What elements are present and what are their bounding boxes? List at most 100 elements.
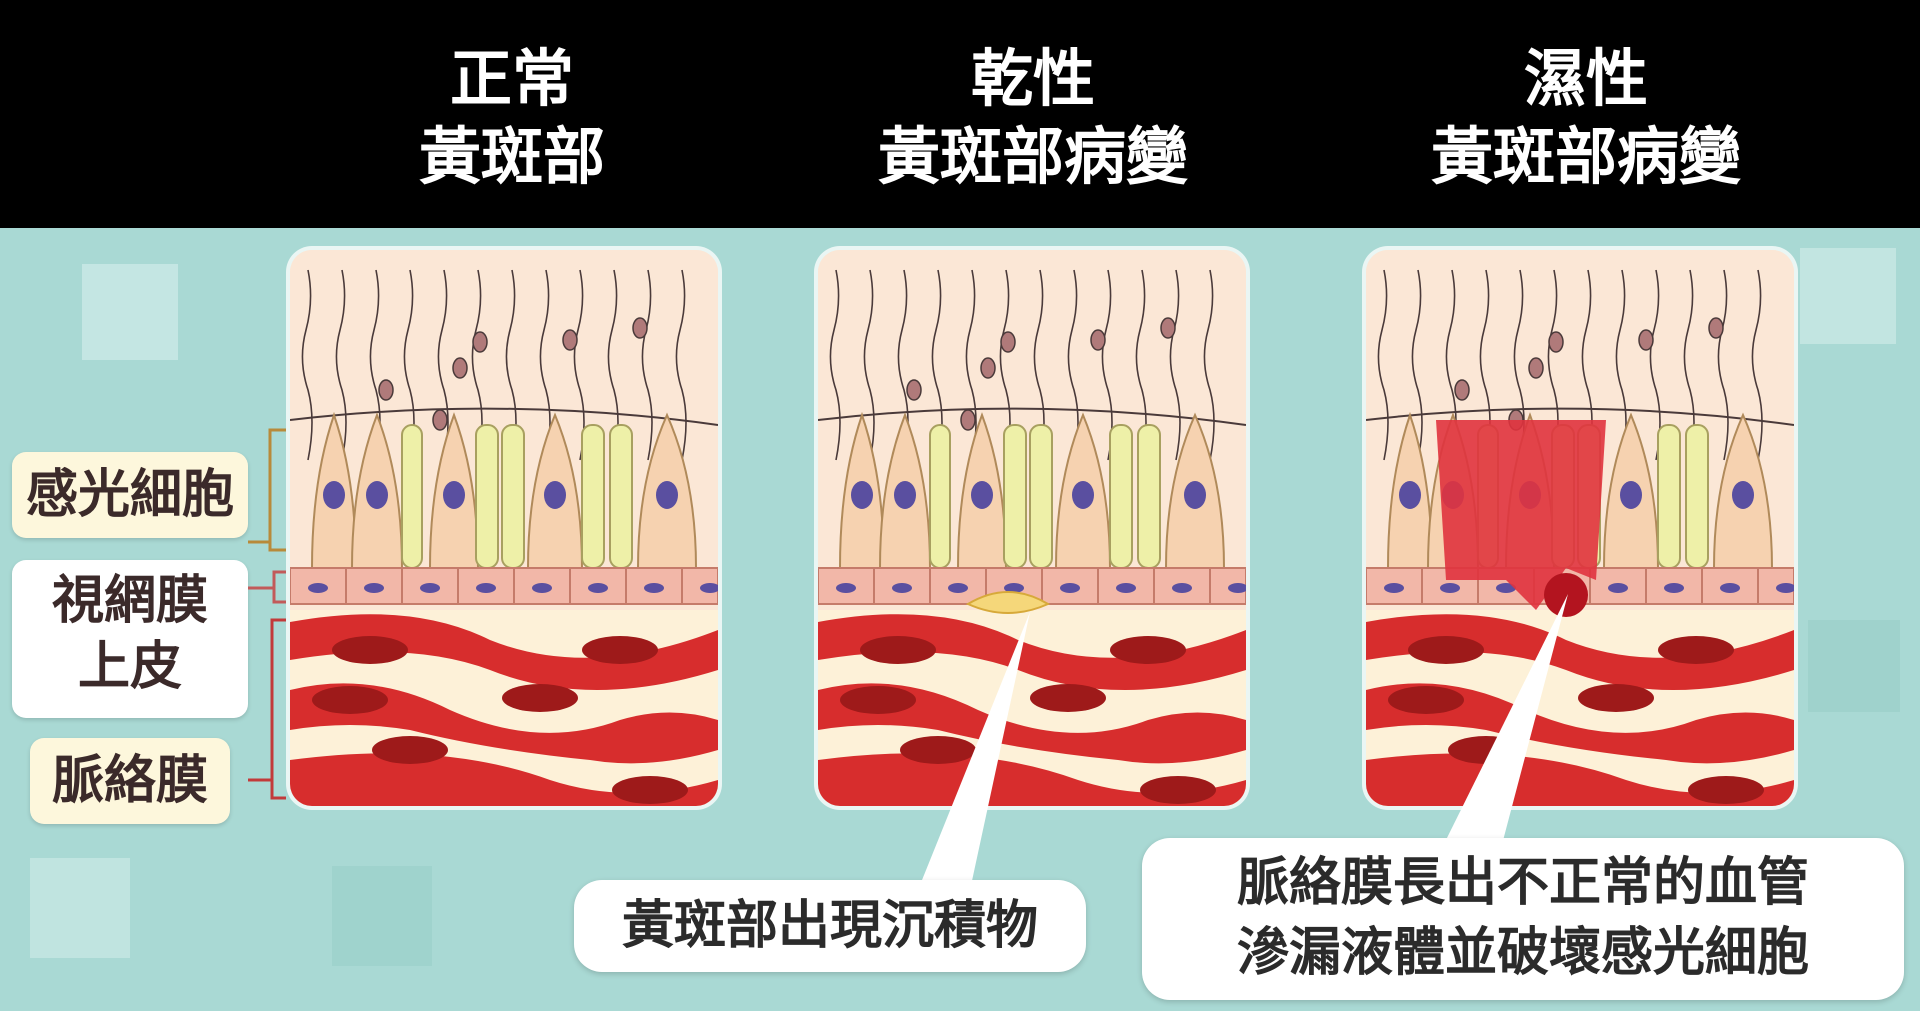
red-blood-cell <box>860 636 936 664</box>
rpe-nucleus <box>476 583 496 593</box>
decor-square <box>82 264 178 360</box>
blood-vessel <box>1366 683 1794 764</box>
rpe-nucleus <box>1720 583 1740 593</box>
nerve-fiber <box>1751 269 1763 461</box>
red-blood-cell <box>840 686 916 714</box>
nucleus <box>443 481 465 509</box>
rpe-nucleus <box>1440 583 1460 593</box>
ganglion-cell <box>632 317 648 339</box>
nucleus <box>1184 481 1206 509</box>
rpe-nucleus <box>644 583 664 593</box>
rpe-nucleus <box>948 583 968 593</box>
nucleus <box>1732 481 1754 509</box>
header-bar: 正常 黃斑部 乾性 黃斑部病變 濕性 黃斑部病變 <box>0 0 1920 228</box>
red-blood-cell <box>1140 776 1216 804</box>
nerve-fiber <box>1377 269 1389 461</box>
nerve-fiber <box>863 269 875 461</box>
nucleus <box>851 481 873 509</box>
rpe-nucleus <box>1608 583 1628 593</box>
layer-brackets <box>248 428 286 800</box>
red-blood-cell <box>372 736 448 764</box>
ganglion-cell <box>1160 317 1176 339</box>
nerve-fiber <box>573 269 585 461</box>
red-blood-cell <box>502 684 578 712</box>
decor-square <box>1800 248 1896 344</box>
nucleus <box>1072 481 1094 509</box>
ganglion-cell <box>1708 317 1724 339</box>
red-blood-cell <box>1388 686 1464 714</box>
red-blood-cell <box>1110 636 1186 664</box>
nucleus <box>544 481 566 509</box>
panel-dry <box>818 250 1246 806</box>
rpe-nucleus <box>1060 583 1080 593</box>
callout-dry-deposit: 黃斑部出現沉積物 <box>574 880 1086 972</box>
nerve-fiber <box>437 269 449 461</box>
nerve-fiber <box>641 269 653 461</box>
nerve-fiber <box>675 269 687 461</box>
nucleus <box>1620 481 1642 509</box>
blood-vessel <box>818 614 1246 690</box>
nucleus <box>971 481 993 509</box>
blood-vessel <box>290 683 718 764</box>
red-blood-cell <box>332 636 408 664</box>
rpe-nucleus <box>308 583 328 593</box>
nerve-fiber <box>301 269 313 461</box>
rpe-nucleus <box>892 583 912 593</box>
label-photoreceptor: 感光細胞 <box>12 452 248 538</box>
ganglion-cell <box>562 329 578 351</box>
blood-vessel <box>290 753 718 806</box>
decor-square <box>30 858 130 958</box>
ganglion-cell <box>472 331 488 353</box>
nerve-fiber <box>1169 269 1181 461</box>
rpe-nucleus <box>532 583 552 593</box>
nerve-fiber <box>829 269 841 461</box>
layer-boundary <box>290 407 718 426</box>
rpe-nucleus <box>1228 583 1246 593</box>
rpe-nucleus <box>1384 583 1404 593</box>
nerve-fiber <box>1203 269 1215 461</box>
ganglion-cell <box>1548 331 1564 353</box>
nucleus <box>656 481 678 509</box>
blood-vessel <box>1366 614 1794 690</box>
blood-vessel <box>818 753 1246 806</box>
red-blood-cell <box>612 776 688 804</box>
red-blood-cell <box>1408 636 1484 664</box>
ganglion-cell <box>1000 331 1016 353</box>
ganglion-cell <box>452 357 468 379</box>
red-blood-cell <box>1030 684 1106 712</box>
red-blood-cell <box>1658 636 1734 664</box>
label-rpe: 視網膜 上皮 <box>12 560 248 718</box>
column-title-normal: 正常 黃斑部 <box>418 42 605 193</box>
red-blood-cell <box>1578 684 1654 712</box>
layer-boundary <box>1366 407 1794 426</box>
nerve-fiber <box>965 269 977 461</box>
nucleus <box>1399 481 1421 509</box>
rpe-nucleus <box>1664 583 1684 593</box>
rpe-nucleus <box>420 583 440 593</box>
column-title-wet: 濕性 黃斑部病變 <box>1430 42 1741 193</box>
panel-wet <box>1366 250 1794 806</box>
rpe-nucleus <box>1496 583 1516 593</box>
rpe-nucleus <box>1004 583 1024 593</box>
rpe-nucleus <box>1116 583 1136 593</box>
nerve-fiber <box>335 269 347 461</box>
layer-boundary <box>818 407 1246 426</box>
ganglion-cell <box>1090 329 1106 351</box>
nucleus <box>894 481 916 509</box>
red-blood-cell <box>582 636 658 664</box>
nerve-fiber <box>1649 269 1661 461</box>
ganglion-cell <box>980 357 996 379</box>
column-title-dry: 乾性 黃斑部病變 <box>877 42 1188 193</box>
ganglion-cell <box>1638 329 1654 351</box>
nerve-fiber <box>1411 269 1423 461</box>
label-choroid: 脈絡膜 <box>30 738 230 824</box>
hemorrhage-region <box>1436 420 1606 610</box>
blood-vessel <box>818 683 1246 764</box>
red-blood-cell <box>312 686 388 714</box>
rpe-nucleus <box>364 583 384 593</box>
rpe-nucleus <box>836 583 856 593</box>
red-blood-cell <box>1688 776 1764 804</box>
ganglion-cell <box>906 379 922 401</box>
rpe-nucleus <box>1776 583 1794 593</box>
